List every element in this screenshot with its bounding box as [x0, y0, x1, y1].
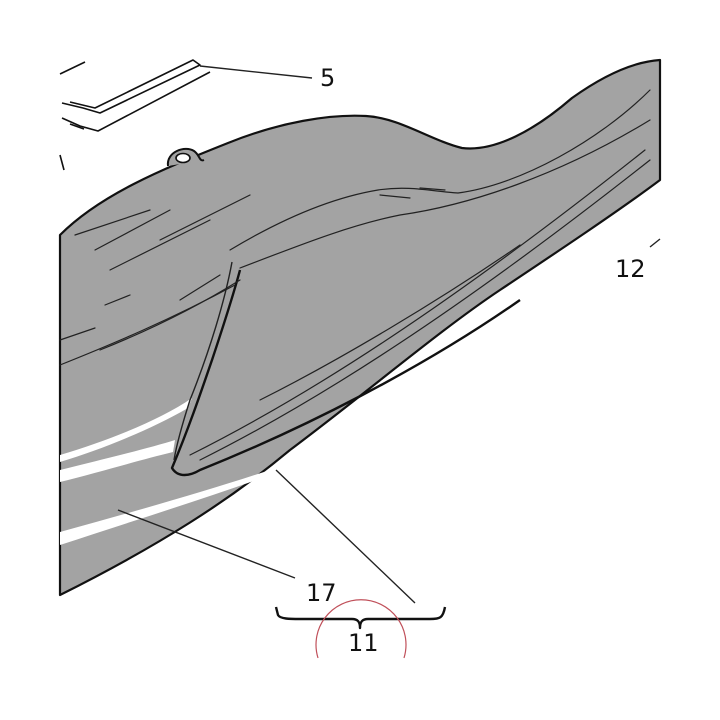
mounting-hole	[175, 152, 191, 164]
leader-12	[649, 238, 661, 248]
bracket-edge-mark	[59, 154, 65, 171]
brace-11	[274, 606, 447, 630]
bracket-flange	[61, 71, 211, 132]
main-panel	[58, 58, 662, 597]
marker-circle	[315, 599, 407, 659]
highlight-stripe-lower	[60, 470, 270, 545]
highlight-stripe-middle	[60, 440, 175, 482]
ref-label-17: 17	[306, 579, 337, 607]
leader-5	[199, 65, 313, 79]
contour-lines	[59, 89, 651, 461]
bracket-top-edge	[59, 61, 86, 75]
leader-17	[117, 509, 296, 579]
bracket-part	[59, 59, 211, 171]
fin-inner-line	[173, 261, 233, 461]
fin-ridge	[170, 269, 521, 477]
bracket-body	[61, 59, 201, 114]
bracket-flange-inner	[69, 123, 85, 130]
leader-lines	[117, 65, 661, 604]
highlight-stripe-upper	[60, 398, 192, 462]
ref-label-11: 11	[348, 629, 379, 657]
leader-11	[275, 469, 416, 604]
ref-label-5: 5	[320, 64, 335, 92]
ref-label-12: 12	[615, 255, 646, 283]
